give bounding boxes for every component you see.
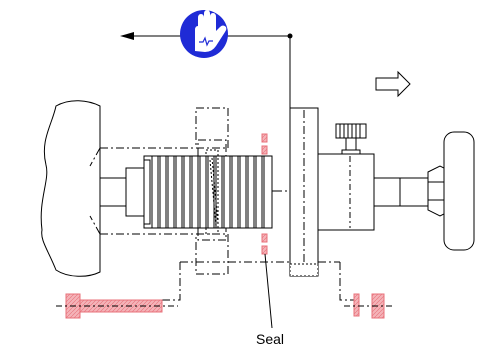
stem-collar (125, 167, 145, 217)
seal-leader (264, 253, 273, 329)
center-plate-foot (289, 263, 319, 277)
arrow-left-head (120, 32, 134, 40)
left-flange (40, 100, 101, 277)
insertion-tool-ghost (205, 149, 219, 235)
hand-stop-warning-icon (180, 10, 228, 58)
bellows (143, 155, 273, 229)
handwheel (443, 131, 475, 251)
junction-dot (287, 33, 293, 39)
seal-label: Seal (256, 331, 285, 347)
valve-body (317, 153, 375, 231)
outline-arrow-right-icon (375, 70, 411, 98)
right-shaft (373, 177, 431, 207)
knurled-knob (335, 123, 367, 155)
seal (261, 133, 268, 255)
